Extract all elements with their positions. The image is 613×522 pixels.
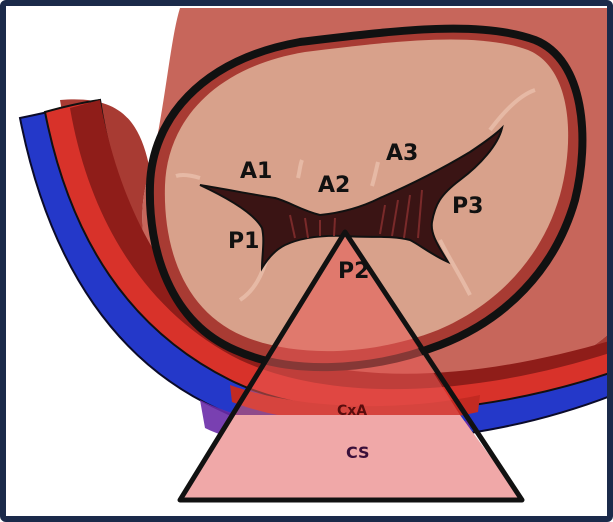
label-p3: P3 xyxy=(452,194,483,219)
label-a3: A3 xyxy=(386,141,418,166)
label-cs: CS xyxy=(346,443,370,462)
label-a1: A1 xyxy=(240,159,272,184)
label-a2: A2 xyxy=(318,173,350,198)
label-p1: P1 xyxy=(228,229,259,254)
label-cxa: CxA xyxy=(337,403,367,419)
label-p2: P2 xyxy=(338,259,369,284)
